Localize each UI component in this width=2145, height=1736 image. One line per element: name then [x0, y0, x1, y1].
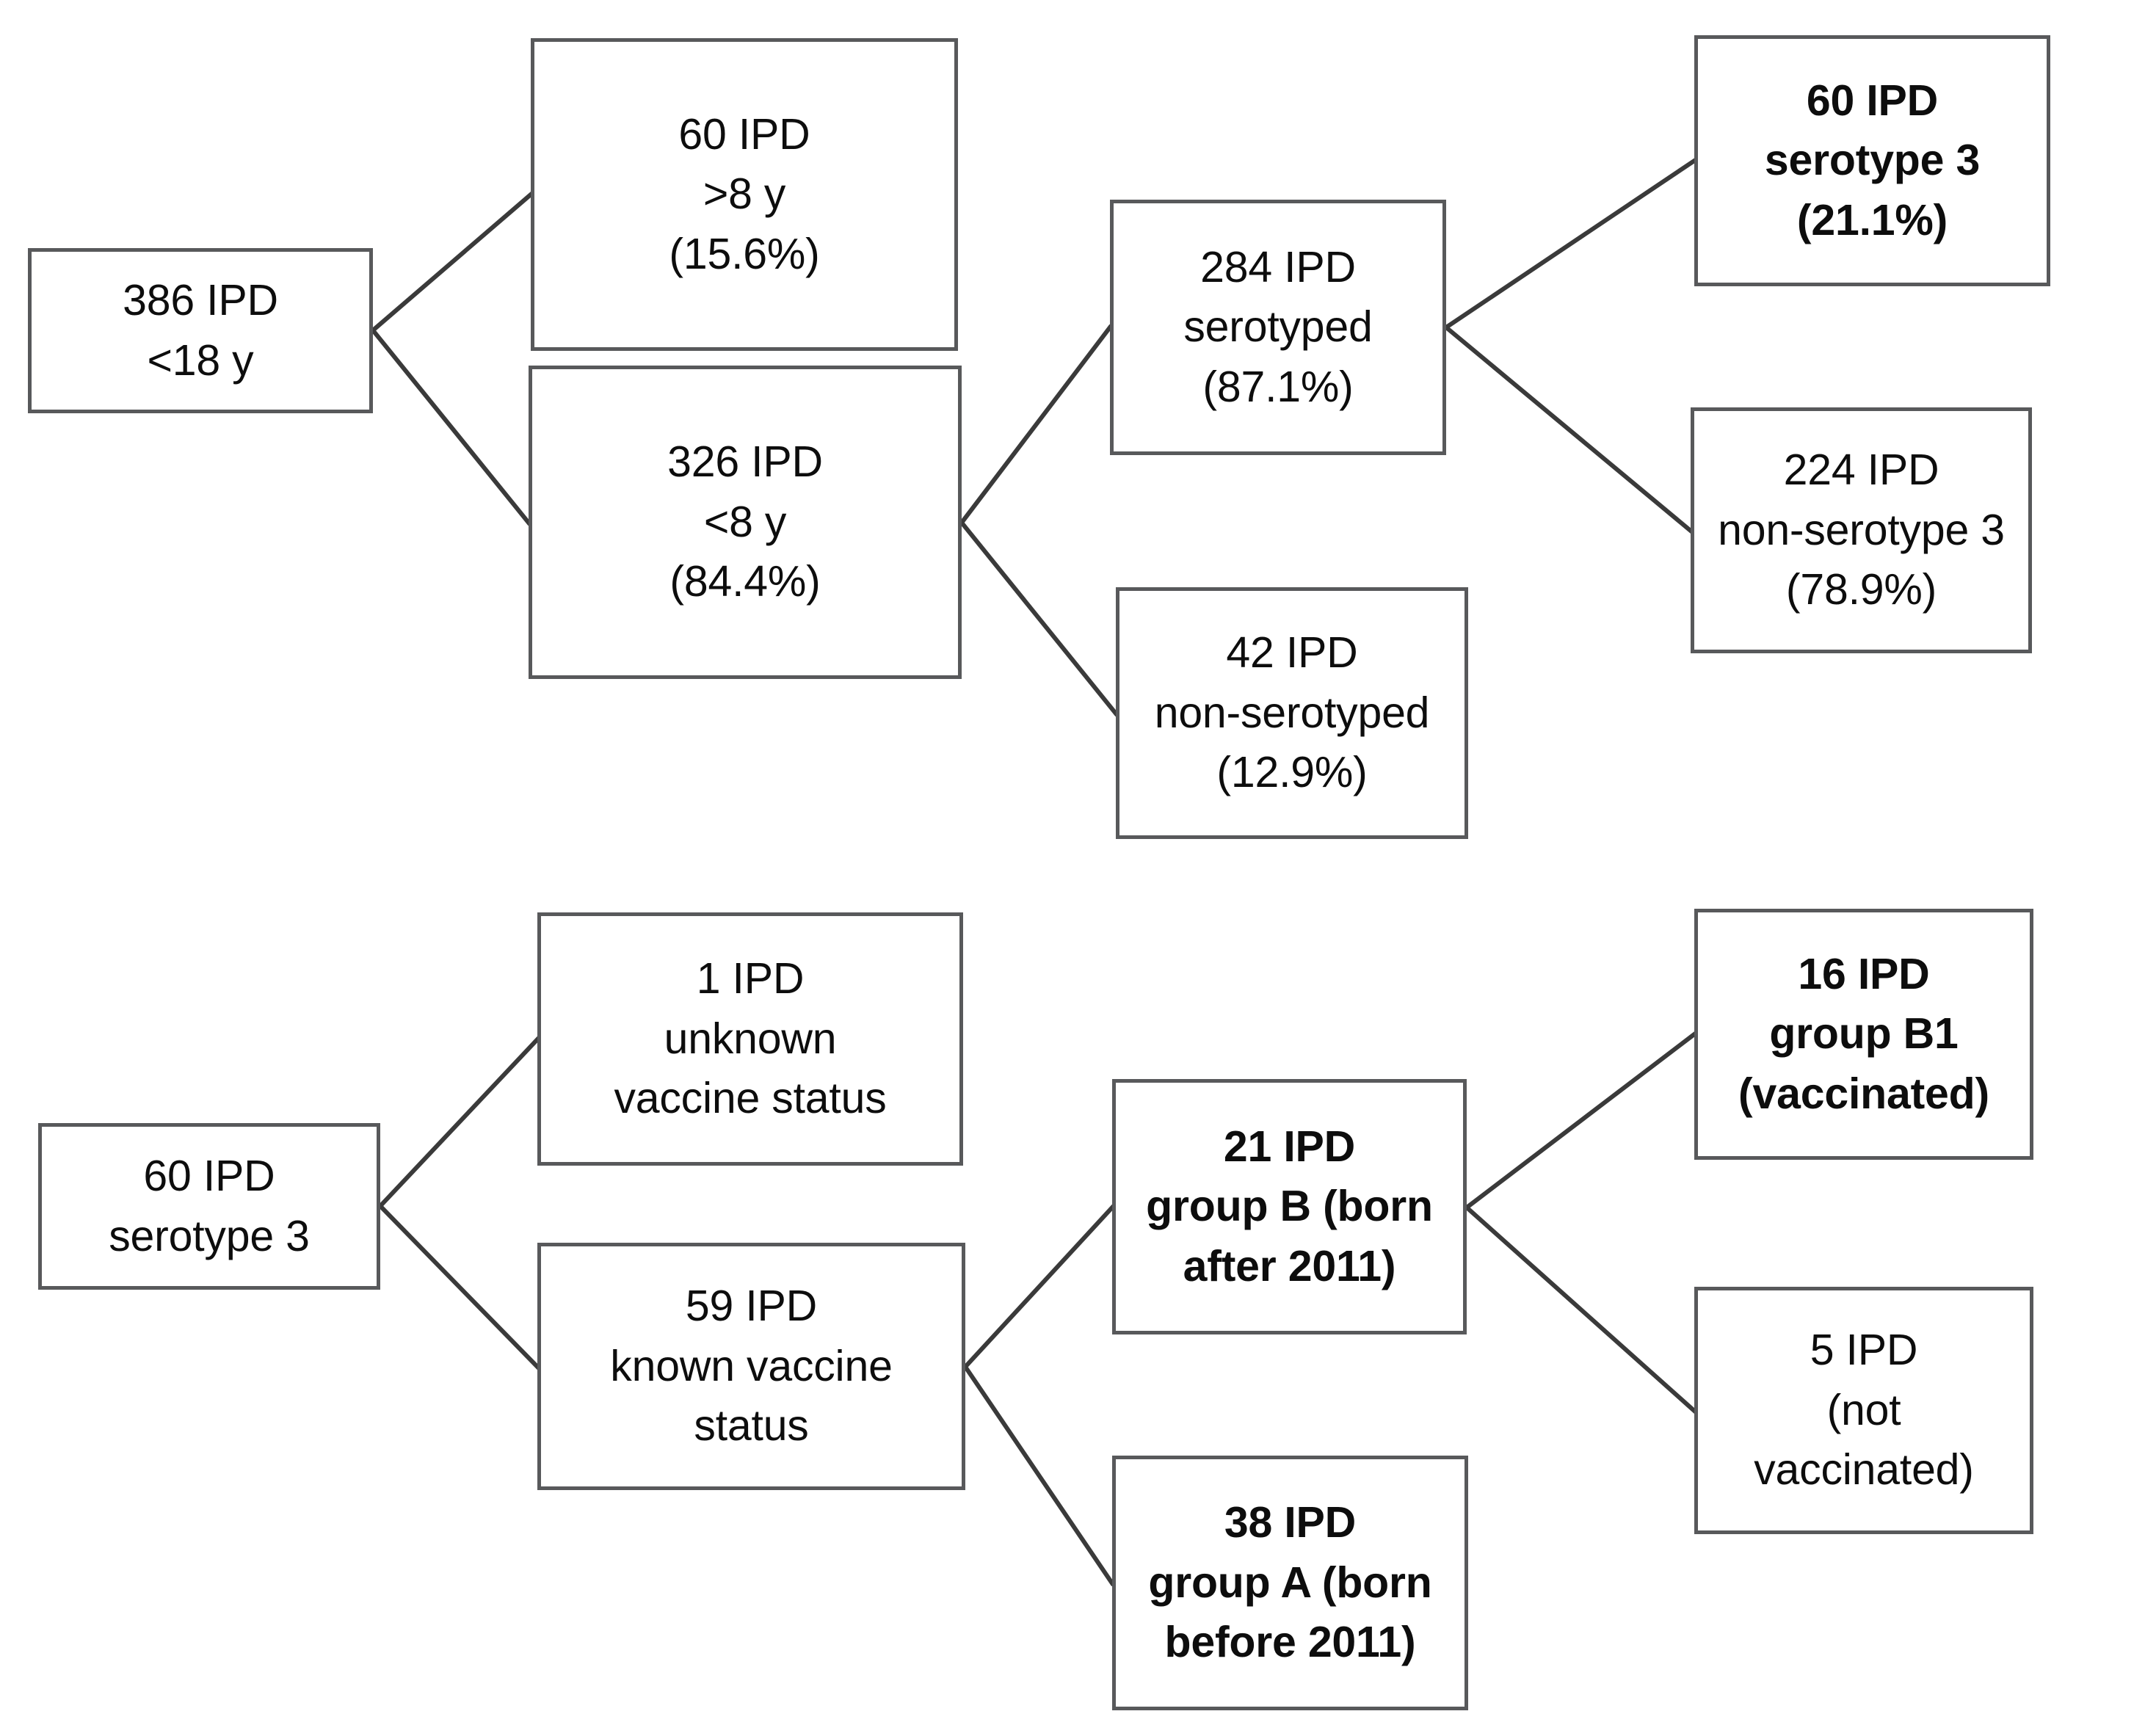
- node-line: 326 IPD: [667, 437, 823, 487]
- node-line: 21 IPD: [1223, 1122, 1356, 1171]
- node-line: 224 IPD: [1783, 446, 1939, 495]
- node-line: 42 IPD: [1226, 628, 1358, 678]
- node-line: (87.1%): [1202, 362, 1354, 411]
- node-line: group B (born: [1146, 1182, 1433, 1231]
- node-line: 59 IPD: [685, 1282, 818, 1331]
- node-line: (15.6%): [669, 229, 820, 278]
- edge-284-to-224: [1442, 324, 1694, 534]
- node-line: known vaccine: [610, 1341, 893, 1390]
- node-line: (not: [1826, 1385, 1901, 1434]
- node-38-ipd-group-a[interactable]: 38 IPD group A (born before 2011): [1112, 1456, 1468, 1710]
- node-line: (vaccinated): [1738, 1069, 1989, 1118]
- edge-326-to-284: [958, 324, 1114, 526]
- node-line: (12.9%): [1216, 748, 1368, 797]
- node-line: (84.4%): [669, 557, 821, 606]
- node-line: status: [694, 1401, 809, 1450]
- node-line: before 2011): [1164, 1618, 1416, 1667]
- node-line: 386 IPD: [123, 276, 278, 325]
- node-60-ipd-over-8y[interactable]: 60 IPD >8 y (15.6%): [531, 38, 958, 351]
- edge-60s3-to-1unknown: [377, 1036, 541, 1210]
- node-line: non-serotyped: [1154, 688, 1430, 737]
- edge-386-to-60over8: [369, 191, 534, 334]
- edge-21groupb-to-16b1: [1463, 1031, 1698, 1211]
- node-21-ipd-group-b[interactable]: 21 IPD group B (born after 2011): [1112, 1079, 1467, 1334]
- node-386-ipd-under18[interactable]: 386 IPD <18 y: [28, 248, 373, 413]
- edge-21groupb-to-5notvacc: [1463, 1204, 1698, 1414]
- edge-59known-to-38groupa: [962, 1363, 1116, 1587]
- node-line: group A (born: [1148, 1558, 1432, 1607]
- node-326-ipd-under-8y[interactable]: 326 IPD <8 y (84.4%): [529, 366, 962, 679]
- edge-326-to-42: [958, 519, 1119, 717]
- edge-284-to-60serotype3: [1442, 157, 1698, 331]
- node-16-ipd-group-b1-vaccinated[interactable]: 16 IPD group B1 (vaccinated): [1694, 909, 2033, 1160]
- edge-386-to-326under8: [369, 327, 532, 526]
- node-60-ipd-serotype-3-root[interactable]: 60 IPD serotype 3: [38, 1123, 380, 1290]
- node-60-ipd-serotype-3-highlight[interactable]: 60 IPD serotype 3 (21.1%): [1694, 35, 2050, 286]
- node-line: serotype 3: [109, 1211, 310, 1260]
- node-line: 60 IPD: [678, 109, 810, 159]
- node-line: vaccine status: [614, 1074, 887, 1123]
- node-line: <8 y: [703, 497, 787, 546]
- edge-59known-to-21groupb: [962, 1204, 1116, 1370]
- node-42-ipd-non-serotyped[interactable]: 42 IPD non-serotyped (12.9%): [1116, 587, 1468, 839]
- node-line: 60 IPD: [143, 1152, 275, 1201]
- node-224-ipd-non-serotype-3[interactable]: 224 IPD non-serotype 3 (78.9%): [1691, 407, 2032, 653]
- node-line: after 2011): [1183, 1241, 1396, 1290]
- node-line: unknown: [664, 1014, 837, 1063]
- node-line: (78.9%): [1785, 565, 1937, 614]
- node-line: <18 y: [147, 335, 254, 385]
- node-59-ipd-known-vaccine-status[interactable]: 59 IPD known vaccine status: [537, 1243, 965, 1490]
- node-line: 1 IPD: [696, 954, 805, 1003]
- node-line: non-serotype 3: [1718, 505, 2005, 554]
- node-line: serotyped: [1183, 302, 1373, 352]
- node-5-ipd-not-vaccinated[interactable]: 5 IPD (not vaccinated): [1694, 1287, 2033, 1534]
- node-line: >8 y: [703, 170, 786, 219]
- edge-60s3-to-59known: [377, 1202, 541, 1370]
- node-284-ipd-serotyped[interactable]: 284 IPD serotyped (87.1%): [1110, 200, 1446, 455]
- node-line: serotype 3: [1764, 136, 1981, 185]
- node-line: 16 IPD: [1798, 949, 1930, 998]
- node-line: 5 IPD: [1810, 1326, 1918, 1375]
- node-line: vaccinated): [1754, 1445, 1974, 1495]
- node-line: 38 IPD: [1224, 1498, 1357, 1547]
- node-1-ipd-unknown-vaccine-status[interactable]: 1 IPD unknown vaccine status: [537, 912, 963, 1166]
- node-line: 284 IPD: [1200, 242, 1356, 291]
- node-line: 60 IPD: [1806, 76, 1939, 125]
- node-line: (21.1%): [1796, 195, 1948, 244]
- node-line: group B1: [1769, 1009, 1959, 1058]
